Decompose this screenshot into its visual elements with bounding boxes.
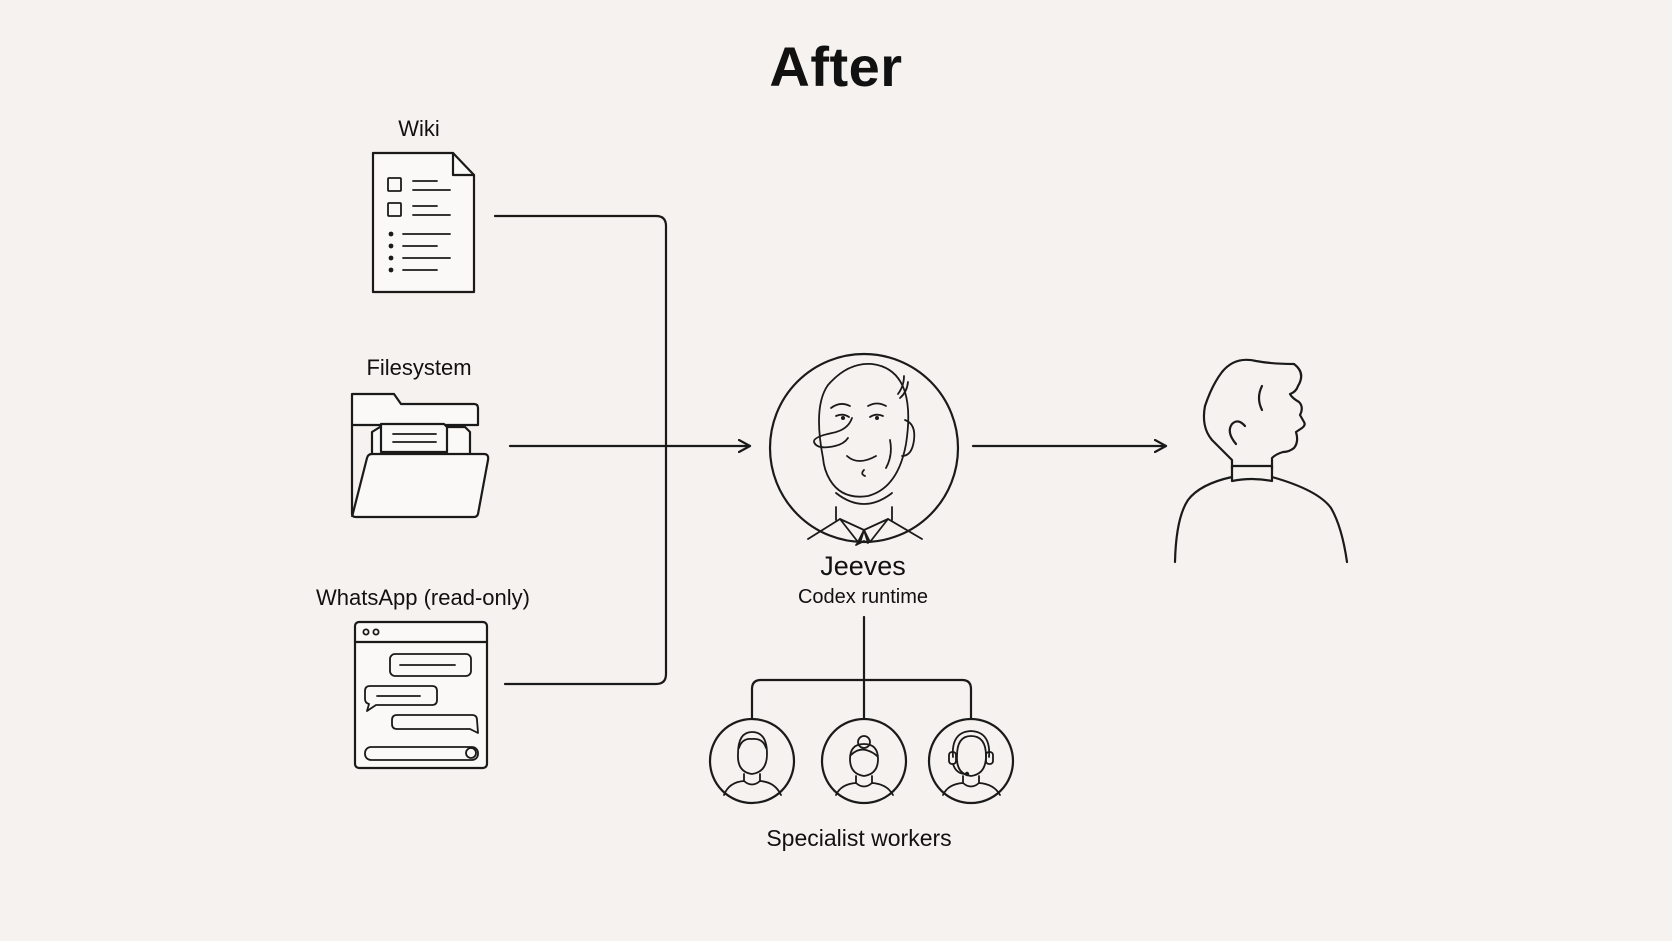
worker-man-icon [708, 717, 796, 805]
butler-portrait-icon [768, 352, 960, 546]
page-title: After [769, 35, 903, 98]
hub-name: Jeeves [820, 551, 906, 581]
worker-headset-icon [927, 717, 1015, 805]
source-connectors [493, 214, 752, 686]
folder-icon [350, 392, 490, 519]
source-label-whatsapp: WhatsApp (read-only) [316, 585, 530, 610]
workers-label: Specialist workers [766, 825, 952, 851]
chat-window-icon [353, 620, 489, 770]
hub-subtitle: Codex runtime [797, 586, 929, 608]
source-label-wiki: Wiki [398, 116, 440, 141]
person-profile-icon [1173, 358, 1349, 564]
worker-connectors [750, 615, 973, 720]
worker-woman-icon [820, 717, 908, 805]
wiki-document-icon [371, 151, 476, 294]
source-label-filesystem: Filesystem [366, 355, 472, 380]
